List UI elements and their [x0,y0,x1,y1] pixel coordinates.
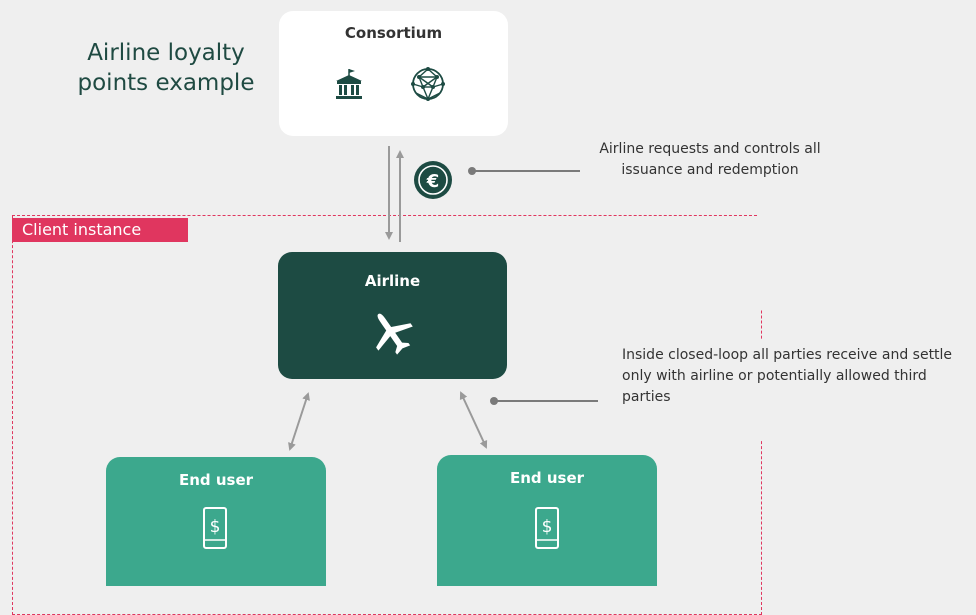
client-instance-label: Client instance [12,218,188,242]
euro-coin-icon: € [414,161,452,199]
smartphone-dollar-icon: $ [535,507,559,549]
frame-gap [758,340,768,440]
airline-end-user-arrow [459,391,488,449]
diagram-title: Airline loyalty points example [77,40,255,96]
svg-text:$: $ [210,517,221,537]
end-user-box: End user $ [106,457,326,586]
consortium-box: Consortium [279,11,508,136]
diagram-connectors: € [288,146,598,451]
airline-box: Airline [278,252,507,379]
issuance-callout-dot [468,167,476,175]
end-user-box: End user $ [437,455,657,586]
network-sphere-icon [411,67,445,101]
bank-building-icon [336,69,362,99]
svg-text:€: € [426,171,440,192]
consortium-label: Consortium [344,24,443,42]
end-user-label: End user [509,469,585,487]
frame-gap [758,210,768,310]
smartphone-dollar-icon: $ [203,507,227,549]
closed-loop-note: Inside closed-loop all parties receive a… [622,347,953,405]
airplane-icon [376,313,413,355]
issuance-note: Airline requests and controls all issuan… [599,141,821,178]
svg-text:$: $ [542,517,553,537]
end-user-label: End user [178,471,254,489]
airline-label: Airline [364,272,421,290]
airline-end-user-arrow [288,392,310,451]
closed-loop-callout-dot [490,397,498,405]
